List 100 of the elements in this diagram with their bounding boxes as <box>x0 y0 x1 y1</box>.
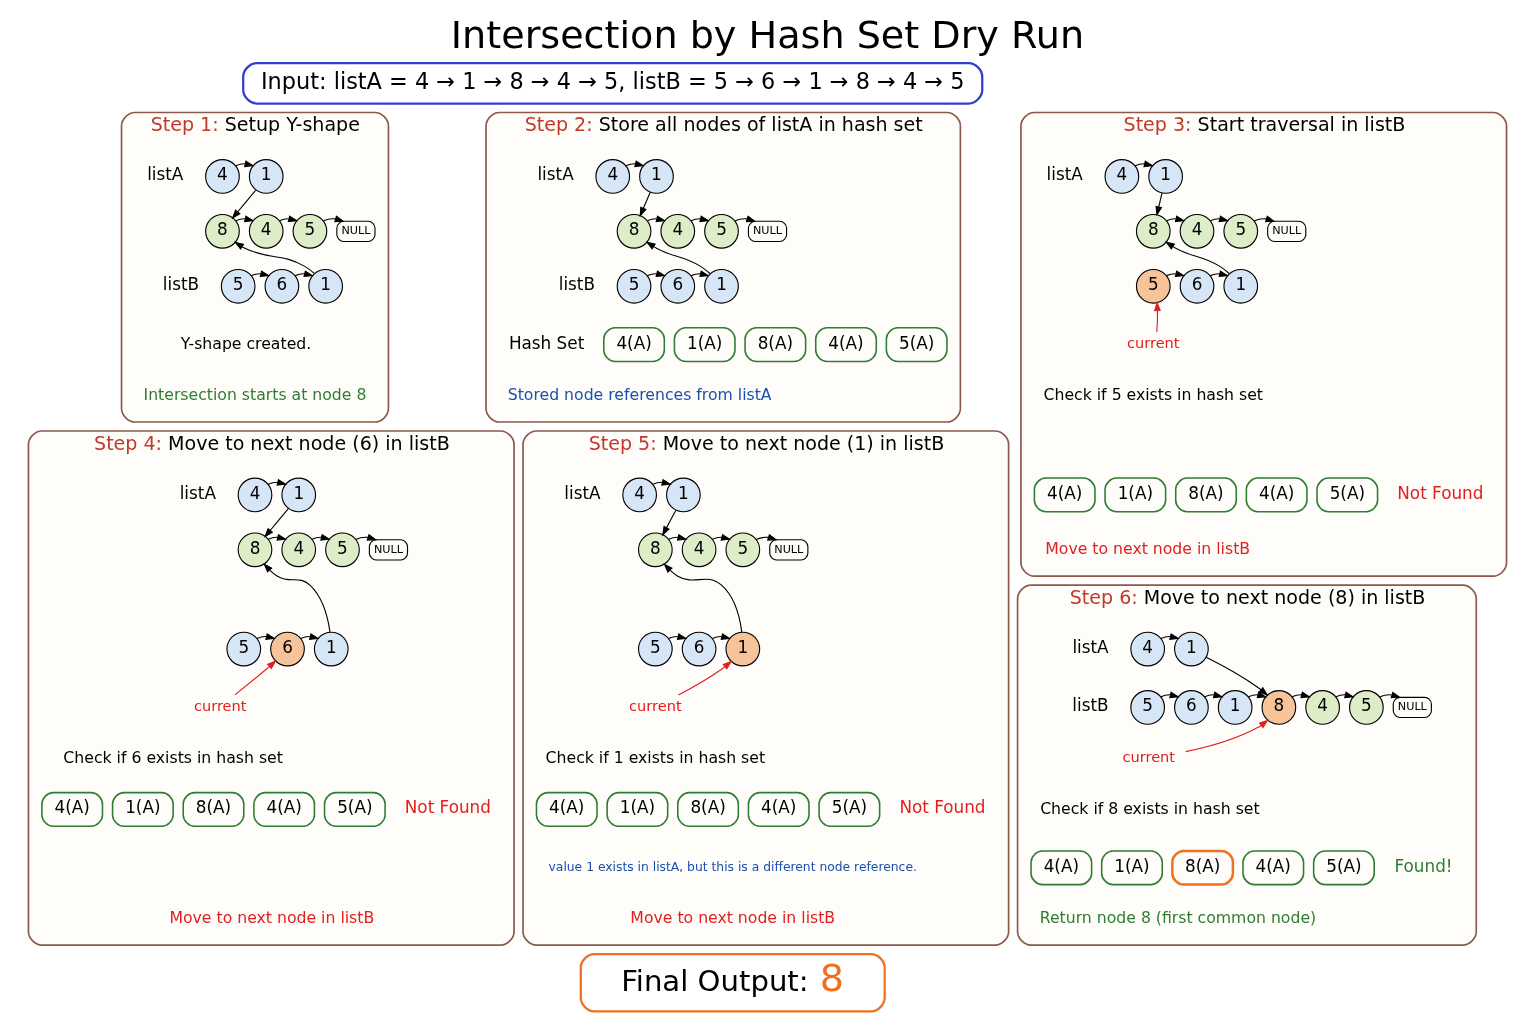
arrow <box>311 533 331 541</box>
node-circle: 1 <box>1217 690 1253 725</box>
node-circle: 5 <box>1349 690 1384 725</box>
label: Return node 8 (first common node) <box>1039 907 1317 927</box>
arrow <box>734 215 757 223</box>
node-circle: 1 <box>281 477 317 513</box>
node-circle: 1 <box>308 268 344 304</box>
node-box: 8(A) <box>1171 849 1235 886</box>
arrow <box>1160 633 1180 640</box>
node-label: listA <box>537 164 574 185</box>
arrow <box>322 215 345 223</box>
node-circle: 4 <box>205 159 240 194</box>
node-circle: 5 <box>1130 690 1166 725</box>
node-box: 5(A) <box>1316 477 1379 513</box>
node-circle: 4 <box>1130 631 1166 667</box>
node-circle: 5 <box>637 631 673 667</box>
node-box: NULL <box>769 539 809 561</box>
arrow <box>235 160 255 168</box>
node-label: listA <box>1046 164 1083 185</box>
arrow <box>1204 691 1224 699</box>
node-circle: 6 <box>264 268 300 304</box>
label: Move to next node in listB <box>1045 539 1251 558</box>
node-label: Not Found <box>899 797 986 818</box>
node-box: 4(A) <box>1033 477 1096 513</box>
node-circle: 4 <box>248 213 284 249</box>
node-box: NULL <box>747 220 788 242</box>
node-circle: 1 <box>704 268 739 304</box>
arrow <box>1185 719 1269 753</box>
arrow <box>645 241 711 275</box>
node-box: Final Output: 8 <box>579 953 886 1013</box>
arrow <box>1166 270 1186 278</box>
arrow <box>267 533 288 541</box>
node-circle: 5 <box>704 213 739 249</box>
node-circle: 8 <box>237 532 273 568</box>
arrow <box>1291 691 1311 699</box>
arrow <box>300 633 320 640</box>
node-label: listA <box>179 482 216 503</box>
node-circle: 5 <box>1223 213 1259 249</box>
node-circle: 1 <box>666 477 701 513</box>
label: Check if 6 exists in hash set <box>63 747 283 767</box>
arrow <box>1253 215 1276 223</box>
arrow <box>294 270 314 278</box>
node-circle: 6 <box>1179 268 1215 304</box>
arrow <box>1247 691 1268 699</box>
arrow <box>264 508 289 538</box>
node-circle: 1 <box>725 631 761 667</box>
arrow <box>1205 656 1269 696</box>
arrow <box>231 189 257 220</box>
arrow <box>662 509 677 537</box>
label: Check if 5 exists in hash set <box>1043 384 1264 404</box>
node-circle: 1 <box>639 159 674 194</box>
node-circle: 8 <box>637 532 673 568</box>
arrow <box>263 563 331 633</box>
arrow <box>711 533 732 541</box>
node-box: 4(A) <box>1242 850 1305 886</box>
arrow <box>663 563 743 633</box>
node-box: NULL <box>1392 696 1432 719</box>
arrow <box>646 270 667 278</box>
node-label: listB <box>1072 695 1109 716</box>
node-circle: 6 <box>681 631 717 667</box>
arrow <box>256 633 276 640</box>
node-box: 4(A) <box>41 791 104 828</box>
node-box: 5(A) <box>1312 850 1375 886</box>
label: Check if 1 exists in hash set <box>545 747 766 767</box>
arrow <box>235 215 255 223</box>
node-box: 1(A) <box>1104 477 1167 513</box>
node-label: listB <box>558 274 595 295</box>
arrow <box>234 660 277 696</box>
arrow <box>1160 691 1180 699</box>
node-circle: 1 <box>248 159 284 194</box>
arrow <box>668 633 688 640</box>
node-label: Not Found <box>1397 482 1484 503</box>
node-circle: 4 <box>681 532 717 568</box>
node-circle: 8 <box>205 213 240 249</box>
node-text: current <box>1122 748 1176 766</box>
node-circle: 5 <box>725 532 761 568</box>
arrow <box>1164 241 1230 275</box>
node-box: 5(A) <box>323 791 386 828</box>
node-label: Found! <box>1394 855 1453 876</box>
node-box: 5(A) <box>818 791 881 828</box>
node-box: 8(A) <box>744 327 807 363</box>
arrow <box>355 533 378 541</box>
node-box: 1(A) <box>673 327 736 363</box>
label: Move to next node in listB <box>169 907 375 927</box>
node-box: 8(A) <box>677 791 740 828</box>
label: Y-shape created. <box>180 333 312 353</box>
node-box: NULL <box>368 539 409 561</box>
arrow <box>677 660 733 696</box>
arrow <box>278 215 299 223</box>
arrow <box>652 478 672 486</box>
node-circle: 8 <box>1261 690 1297 725</box>
node-box: 8(A) <box>182 791 245 828</box>
arrow <box>1379 691 1402 699</box>
node-circle: 6 <box>660 268 696 304</box>
node-circle: 1 <box>1148 159 1183 194</box>
node-circle: 1 <box>313 631 349 667</box>
node-box: 4(A) <box>1245 477 1308 513</box>
label: value 1 exists in listA, but this is a different node reference. <box>548 859 917 874</box>
arrow <box>267 478 288 486</box>
node-circle: 5 <box>325 532 360 568</box>
